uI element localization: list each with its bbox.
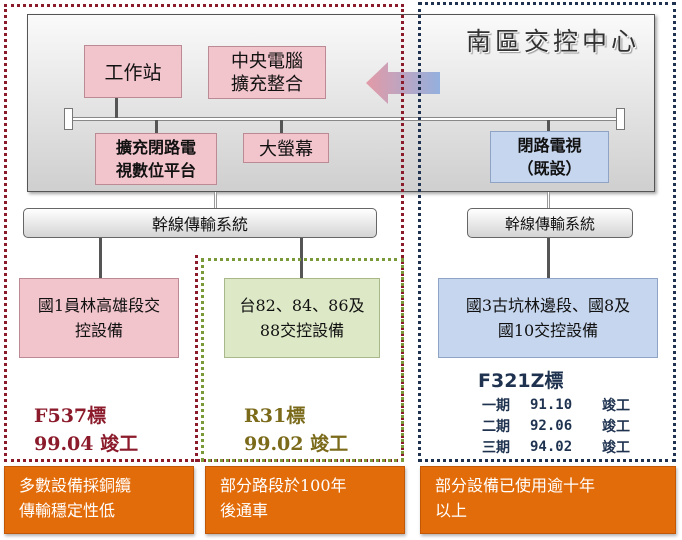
bid-f537-date: 99.04 竣工 <box>34 433 139 455</box>
connector-panel-trunk-left <box>214 192 217 208</box>
central-computer-line2: 擴充整合 <box>231 73 303 95</box>
phase-date: 91.10 <box>530 396 573 413</box>
connector-panel-trunk-right <box>547 192 550 208</box>
group-frame-f321z <box>418 2 676 462</box>
bid-r31-date: 99.02 竣工 <box>244 433 349 455</box>
phase-name: 三期 <box>482 439 510 456</box>
cctv-existing-box: 閉路電視 （既設） <box>490 131 609 183</box>
big-screen-label: 大螢幕 <box>259 139 313 160</box>
connector-big-screen <box>280 120 283 134</box>
equipment-box-left: 國1員林高雄段交 控設備 <box>19 278 179 358</box>
equipment-left-line1: 國1員林高雄段交 <box>37 296 161 315</box>
bus-terminator-left <box>64 108 73 130</box>
central-computer-line1: 中央電腦 <box>231 50 303 72</box>
equipment-right-line1: 國3古坑林邊段、國8及 <box>465 296 631 315</box>
note-middle-line2: 後通車 <box>220 501 269 520</box>
trunk-left-label: 幹線傳輸系統 <box>151 215 248 234</box>
group-frame-f537-divider <box>188 255 198 462</box>
workstation-label: 工作站 <box>104 62 162 84</box>
bid-f537: F537標 99.04 竣工 <box>34 402 138 458</box>
note-right: 部分設備已使用逾十年 以上 <box>420 466 676 534</box>
connector-trunk-right-equip <box>547 238 550 278</box>
phase-name: 一期 <box>482 397 510 414</box>
connector-trunk-left-equip <box>99 238 102 278</box>
trunk-system-left: 幹線傳輸系統 <box>23 208 377 238</box>
central-computer-box: 中央電腦 擴充整合 <box>208 46 326 99</box>
phase-row: 一期 91.10 竣工 <box>482 394 662 415</box>
phase-date: 94.02 <box>530 438 573 455</box>
cctv-platform-line1: 擴充閉路電 <box>115 138 196 157</box>
phase-status: 竣工 <box>602 397 630 414</box>
note-middle-line1: 部分路段於100年 <box>220 476 347 495</box>
big-screen-box: 大螢幕 <box>243 133 329 163</box>
equipment-right-line2: 國10交控設備 <box>497 321 599 340</box>
bus-terminator-right <box>616 108 625 130</box>
connector-cctv-existing <box>547 120 550 132</box>
note-right-line1: 部分設備已使用逾十年 <box>435 476 596 495</box>
bid-f321z-name: F321Z標 <box>478 370 564 392</box>
cctv-platform-line2: 視數位平台 <box>115 161 196 180</box>
connector-workstation <box>115 98 118 118</box>
group-frame-r31 <box>201 258 404 462</box>
cctv-platform-box: 擴充閉路電 視數位平台 <box>95 133 217 185</box>
equipment-left-line2: 控設備 <box>74 321 123 340</box>
note-left-line2: 傳輸穩定性低 <box>19 501 116 520</box>
note-left-line1: 多數設備採銅纜 <box>19 476 132 495</box>
connector-cctv-platform <box>155 120 158 134</box>
cctv-existing-line1: 閉路電視 <box>517 136 582 155</box>
phase-row: 三期 94.02 竣工 <box>482 436 662 457</box>
note-right-line2: 以上 <box>435 501 468 520</box>
bid-f537-name: F537標 <box>34 405 107 427</box>
note-left: 多數設備採銅纜 傳輸穩定性低 <box>4 466 194 534</box>
phase-row: 二期 92.06 竣工 <box>482 415 662 436</box>
panel-title: 南區交控中心 <box>465 27 640 56</box>
bid-r31-name: R31標 <box>244 405 306 427</box>
phase-date: 92.06 <box>530 417 573 434</box>
trunk-right-label: 幹線傳輸系統 <box>504 214 595 233</box>
equipment-box-right: 國3古坑林邊段、國8及 國10交控設備 <box>438 278 658 358</box>
equipment-middle-line1: 台82、84、86及 <box>239 296 365 315</box>
cctv-existing-line2: （既設） <box>517 159 582 178</box>
note-middle: 部分路段於100年 後通車 <box>205 466 405 534</box>
bid-r31: R31標 99.02 竣工 <box>244 402 348 458</box>
phase-status: 竣工 <box>602 439 630 456</box>
phase-status: 竣工 <box>602 418 630 435</box>
equipment-middle-line2: 88交控設備 <box>259 321 345 340</box>
equipment-box-middle: 台82、84、86及 88交控設備 <box>224 278 380 358</box>
workstation-box: 工作站 <box>84 45 182 98</box>
trunk-system-right: 幹線傳輸系統 <box>467 208 633 238</box>
phase-name: 二期 <box>482 418 510 435</box>
